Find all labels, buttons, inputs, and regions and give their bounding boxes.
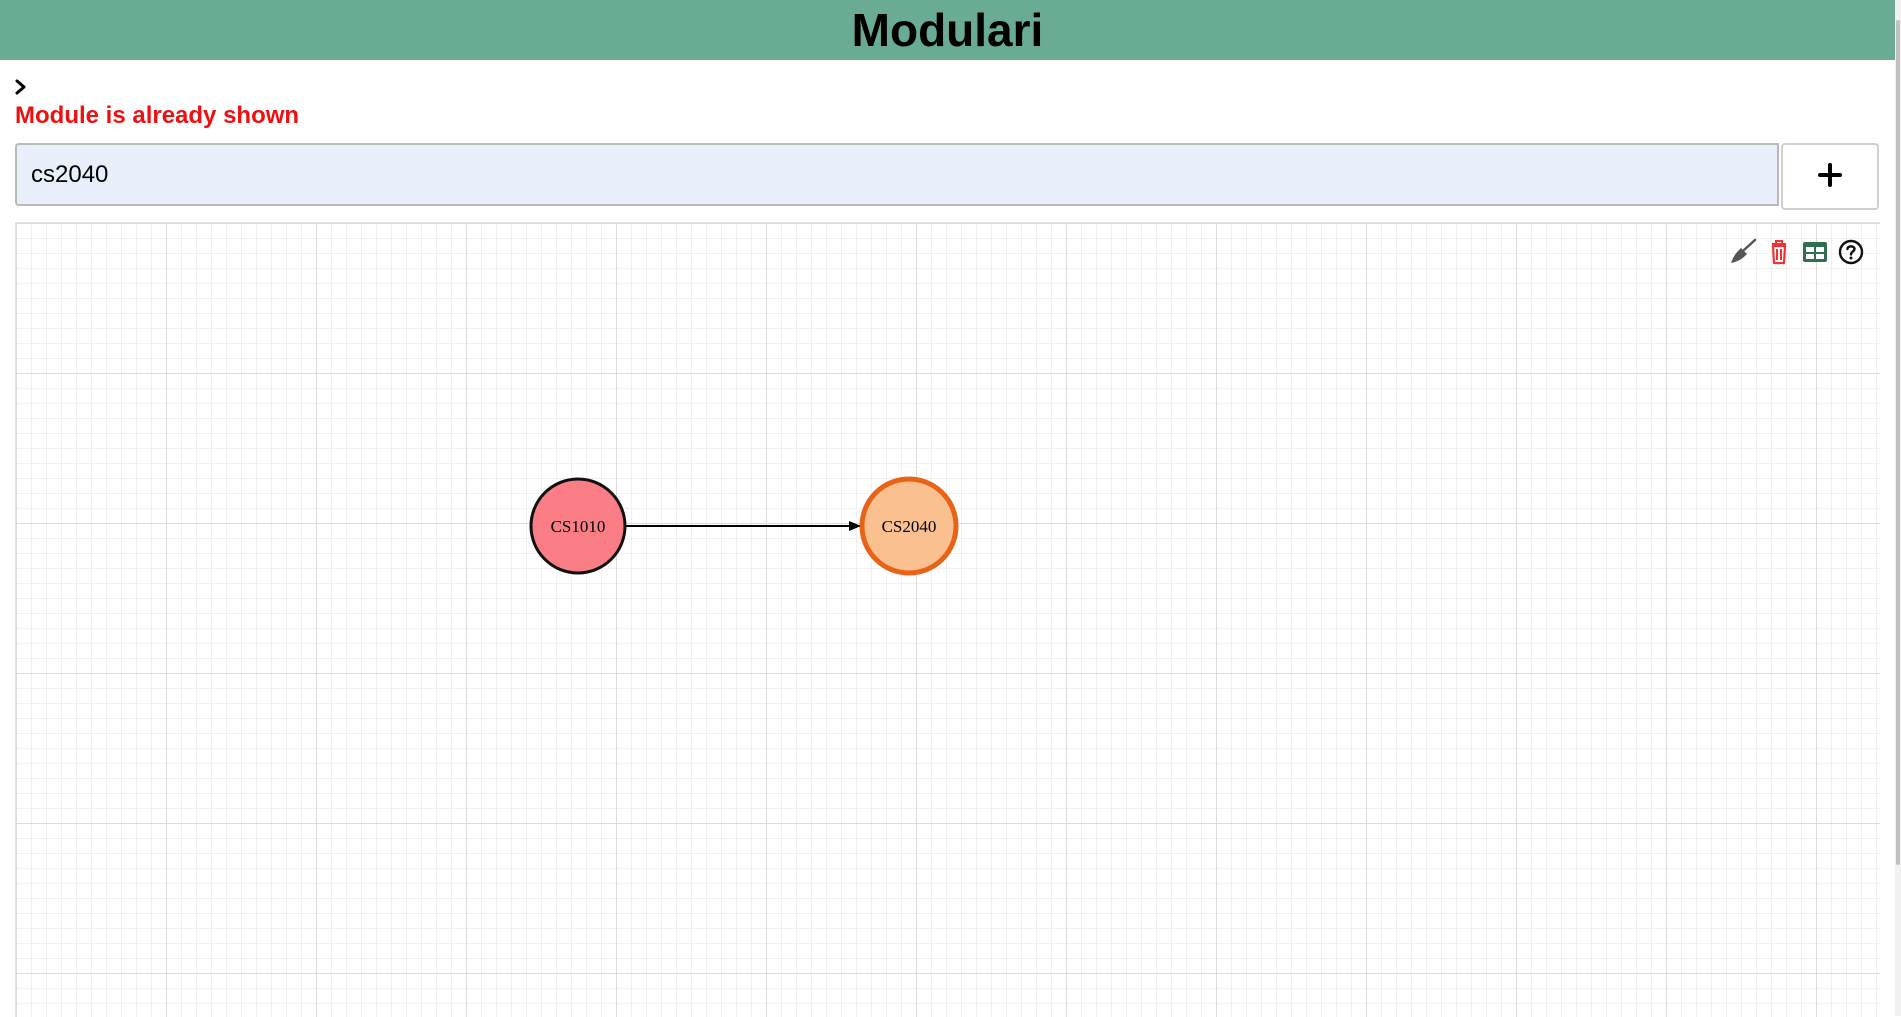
node-label: CS1010	[551, 517, 606, 536]
node-label: CS2040	[882, 517, 937, 536]
table-icon[interactable]	[1800, 237, 1830, 267]
scrollbar-thumb[interactable]	[1896, 20, 1900, 865]
status-message: Module is already shown	[15, 102, 300, 129]
broom-icon[interactable]	[1728, 237, 1758, 267]
module-graph: CS1010 CS2040	[529, 476, 959, 576]
graph-canvas[interactable]: CS1010 CS2040	[15, 222, 1880, 1017]
graph-toolbar	[1728, 237, 1866, 267]
app-header: Modulari	[0, 0, 1895, 60]
help-icon[interactable]	[1836, 237, 1866, 267]
graph-node-cs2040[interactable]: CS2040	[859, 476, 959, 576]
page-scrollbar[interactable]	[1895, 0, 1901, 1016]
node-circle[interactable]	[529, 477, 627, 575]
module-search-input[interactable]	[15, 143, 1779, 206]
module-search-row	[15, 143, 1879, 210]
app-title: Modulari	[851, 4, 1044, 56]
plus-icon	[1816, 161, 1844, 192]
add-module-button[interactable]	[1781, 143, 1879, 210]
graph-node-cs1010[interactable]: CS1010	[529, 477, 627, 575]
chevron-right-icon[interactable]	[13, 77, 29, 97]
trash-icon[interactable]	[1764, 237, 1794, 267]
node-circle[interactable]	[859, 476, 959, 576]
